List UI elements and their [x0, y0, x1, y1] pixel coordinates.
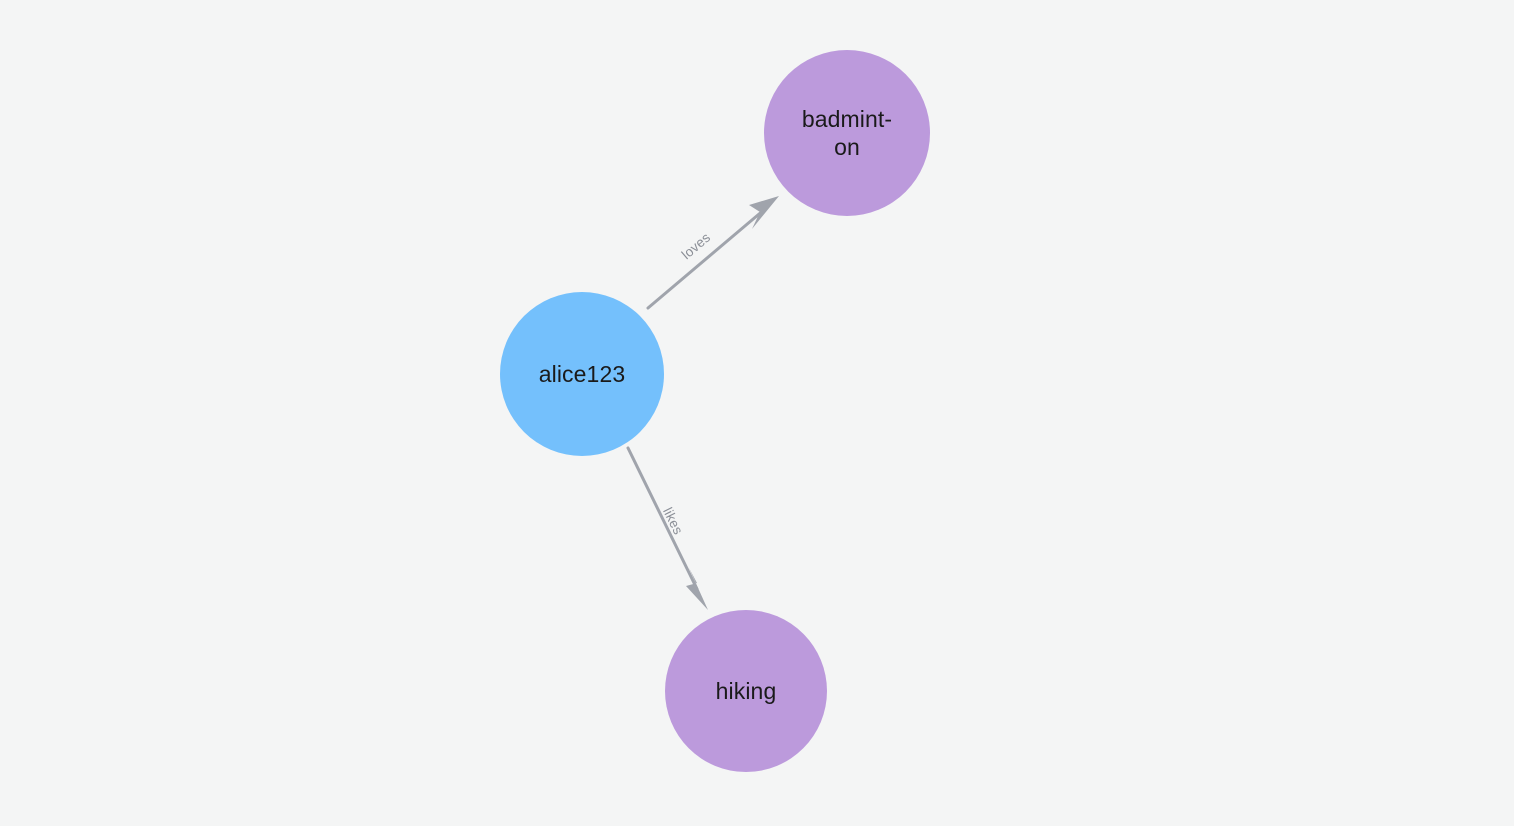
node-label-hiking: hiking	[715, 677, 777, 704]
arrowhead-likes	[686, 568, 708, 610]
graph-node-alice123[interactable]: alice123	[500, 292, 664, 456]
edge-alice123-loves-badminton[interactable]	[646, 196, 779, 310]
graph-node-badminton[interactable]: badmint- on	[764, 50, 930, 216]
node-label-alice123: alice123	[538, 360, 626, 387]
arrowhead-loves	[749, 196, 779, 229]
edge-line-likes	[626, 446, 699, 591]
node-label-badminton: badmint- on	[801, 105, 893, 160]
graph-node-hiking[interactable]: hiking	[665, 610, 827, 772]
edge-line-loves	[646, 207, 767, 310]
edge-alice123-likes-hiking[interactable]	[626, 446, 708, 610]
